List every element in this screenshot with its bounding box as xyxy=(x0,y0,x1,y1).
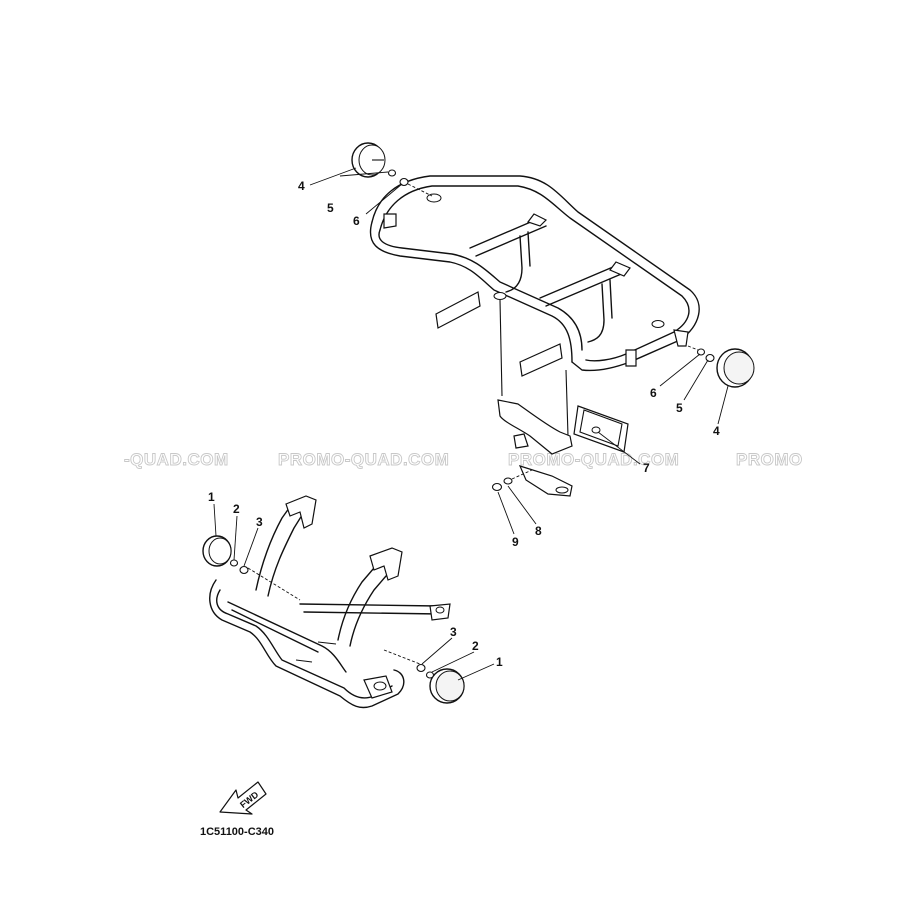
front-reflector-left xyxy=(202,535,249,575)
callout-label: 4 xyxy=(298,179,305,193)
callout-label: 5 xyxy=(327,201,334,215)
watermark: -QUAD.COM PROMO-QUAD.COM PROMO-QUAD.COM … xyxy=(124,450,803,470)
front-bumper-assembly xyxy=(209,495,451,709)
watermark-segment: -QUAD.COM xyxy=(124,450,229,469)
callouts-front: 1 2 3 3 2 1 xyxy=(208,490,503,669)
rear-carrier-assembly xyxy=(369,175,700,497)
callout-label: 9 xyxy=(512,535,519,549)
front-reflector-right xyxy=(416,663,465,704)
callout-label: 4 xyxy=(713,424,720,438)
callout-label: 7 xyxy=(643,461,650,475)
callout-label: 6 xyxy=(650,386,657,400)
fwd-arrow-icon: FWD xyxy=(219,781,267,815)
callout-label: 3 xyxy=(256,515,263,529)
watermark-segment: PROMO-QUAD.COM xyxy=(508,450,679,469)
callouts-rear: 4 5 6 6 5 4 7 8 9 xyxy=(298,179,720,549)
leader-lines xyxy=(213,167,729,681)
callout-label: 8 xyxy=(535,524,542,538)
callout-label: 5 xyxy=(676,401,683,415)
callout-label: 1 xyxy=(496,655,503,669)
watermark-segment: PROMO xyxy=(736,450,803,469)
rear-reflector-right xyxy=(687,345,755,388)
callout-label: 3 xyxy=(450,625,457,639)
watermark-segment: PROMO-QUAD.COM xyxy=(278,450,449,469)
callout-label: 2 xyxy=(233,502,240,516)
callout-label: 1 xyxy=(208,490,215,504)
callout-label: 6 xyxy=(353,214,360,228)
diagram-code: 1C51100-C340 xyxy=(200,826,274,838)
rear-reflector-left xyxy=(351,142,433,197)
callout-label: 2 xyxy=(472,639,479,653)
